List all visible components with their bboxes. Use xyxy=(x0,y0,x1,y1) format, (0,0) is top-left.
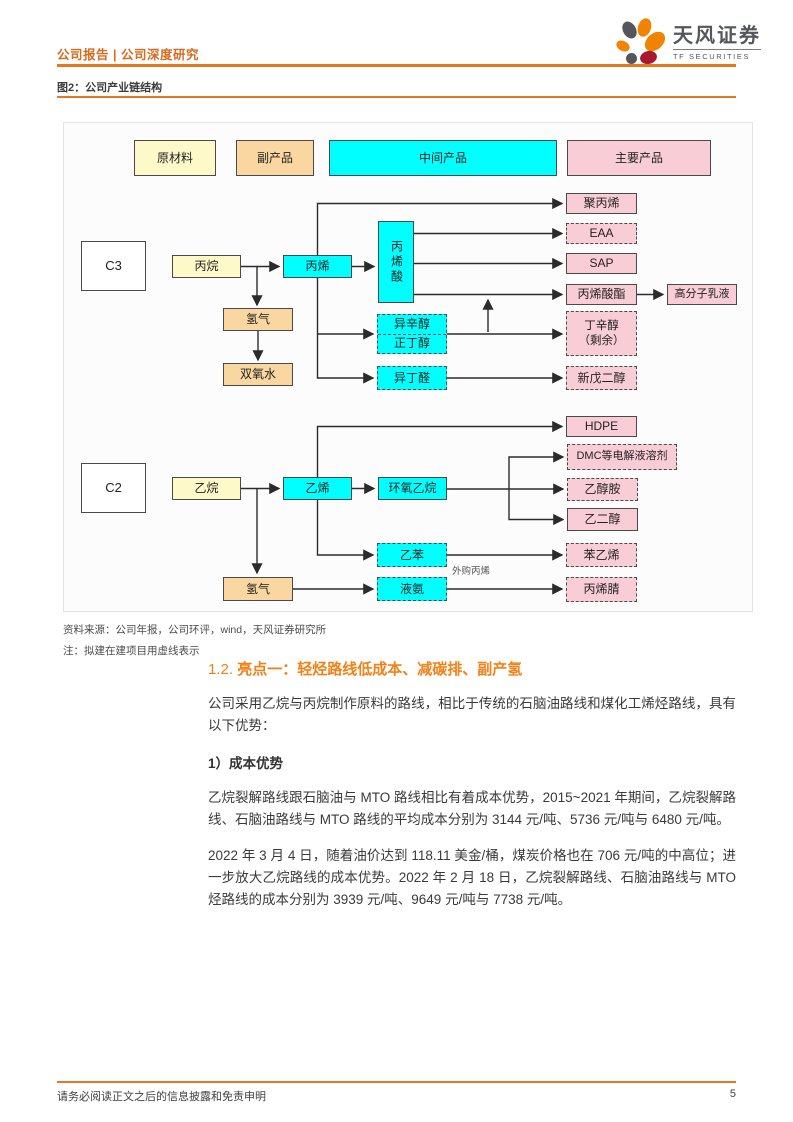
header-divider xyxy=(57,64,736,67)
legend-label: 原材料 xyxy=(156,150,193,165)
tf-securities-logo: 天风证券 TF SECURITIES xyxy=(614,16,761,68)
section-title: 亮点一：轻烃路线低成本、减碳排、副产氢 xyxy=(237,661,523,678)
figure-caption: 图2：公司产业链结构 xyxy=(57,82,163,94)
node-isooctanol: 异辛醇 xyxy=(393,316,430,331)
node-label: （剩余） xyxy=(578,334,625,347)
paragraph: 公司采用乙烷与丙烷制作原料的路线，相比于传统的石脑油路线和煤化工烯烃路线，具有以… xyxy=(208,696,736,733)
node-ethylene-glycol: 乙二醇 xyxy=(567,508,638,531)
paragraph: 乙烷裂解路线跟石脑油与 MTO 路线相比有着成本优势，2015~2021 年期间… xyxy=(208,789,736,827)
node-label: 丁辛醇 xyxy=(584,320,619,333)
legend-raw-material: 原材料 xyxy=(134,140,216,176)
node-butyl-octanol-surplus: 丁辛醇 （剩余） xyxy=(566,311,637,356)
edge-label-purchased-propylene: 外购丙烯 xyxy=(452,566,491,577)
brand-block: 天风证券 TF SECURITIES xyxy=(673,25,761,61)
node-acrylic-acid: 丙烯酸 xyxy=(378,221,414,303)
page-number: 5 xyxy=(729,1088,736,1100)
node-ethane: 乙烷 xyxy=(172,477,241,500)
petal-icon xyxy=(614,38,632,54)
node-octanol-butanol: 异辛醇 正丁醇 xyxy=(377,314,447,354)
node-polymer-emulsion: 高分子乳液 xyxy=(667,284,737,305)
subsection-heading: 1）成本优势 xyxy=(208,755,284,771)
section-number: 1.2. xyxy=(208,661,234,678)
node-c3: C3 xyxy=(81,241,146,291)
footer-divider xyxy=(57,1081,736,1083)
node-ethylene: 乙烯 xyxy=(283,477,352,500)
node-acrylonitrile: 丙烯腈 xyxy=(566,577,637,602)
node-ethylbenzene: 乙苯 xyxy=(377,543,447,567)
node-liquid-ammonia: 液氨 xyxy=(377,577,447,601)
node-hdpe: HDPE xyxy=(566,416,637,437)
legend-byproduct: 副产品 xyxy=(236,140,314,176)
node-n-butanol: 正丁醇 xyxy=(378,333,446,354)
node-propane: 丙烷 xyxy=(172,255,241,278)
node-hydrogen-c3: 氢气 xyxy=(223,308,293,331)
legend-label: 主要产品 xyxy=(614,150,663,165)
node-styrene: 苯乙烯 xyxy=(566,543,637,567)
section-heading: 1.2. 亮点一：轻烃路线低成本、减碳排、副产氢 xyxy=(208,658,736,679)
node-hydrogen-c2: 氢气 xyxy=(223,577,293,601)
node-isobutyraldehyde: 异丁醛 xyxy=(377,366,447,390)
node-sap: SAP xyxy=(566,253,637,274)
footer-disclaimer: 请务必阅读正文之后的信息披露和免责申明 xyxy=(57,1091,266,1103)
node-eaa: EAA xyxy=(566,223,637,244)
node-c2: C2 xyxy=(81,463,146,513)
node-hydrogen-peroxide: 双氧水 xyxy=(223,363,293,386)
petal-icon xyxy=(626,53,637,64)
industry-chain-diagram: 原材料 副产品 中间产品 主要产品 C3 丙烷 丙烯 丙烯酸 聚丙烯 EAA S… xyxy=(63,122,753,612)
node-ethanolamine: 乙醇胺 xyxy=(567,478,638,501)
logo-flower-icon xyxy=(614,16,669,68)
body-column: 1.2. 亮点一：轻烃路线低成本、减碳排、副产氢 公司采用乙烷与丙烷制作原料的路… xyxy=(208,658,736,926)
node-dmc-electrolyte: DMC等电解液溶剂 xyxy=(567,444,677,470)
paragraph: 2022 年 3 月 4 日，随着油价达到 118.11 美金/桶，煤炭价格也在… xyxy=(208,848,736,908)
legend-label: 中间产品 xyxy=(418,150,467,165)
figure-note: 注：拟建在建项目用虚线表示 xyxy=(63,645,200,657)
node-acrylate: 丙烯酸酯 xyxy=(566,284,637,305)
node-neopentyl-glycol: 新戊二醇 xyxy=(566,366,637,390)
figure-source: 资料来源：公司年报，公司环评，wind，天风证券研究所 xyxy=(63,624,327,636)
footer: 请务必阅读正文之后的信息披露和免责申明 5 xyxy=(57,1088,736,1104)
brand-name: 天风证券 xyxy=(673,25,761,47)
legend-label: 副产品 xyxy=(256,150,293,165)
report-category: 公司报告 | 公司深度研究 xyxy=(57,48,199,62)
legend-main-product: 主要产品 xyxy=(567,140,711,176)
node-polypropylene: 聚丙烯 xyxy=(566,193,637,214)
legend-intermediate: 中间产品 xyxy=(329,140,557,176)
node-propylene: 丙烯 xyxy=(283,255,352,278)
caption-divider xyxy=(57,96,736,98)
brand-subtitle: TF SECURITIES xyxy=(673,49,761,61)
node-ethylene-oxide: 环氧乙烷 xyxy=(378,477,447,500)
